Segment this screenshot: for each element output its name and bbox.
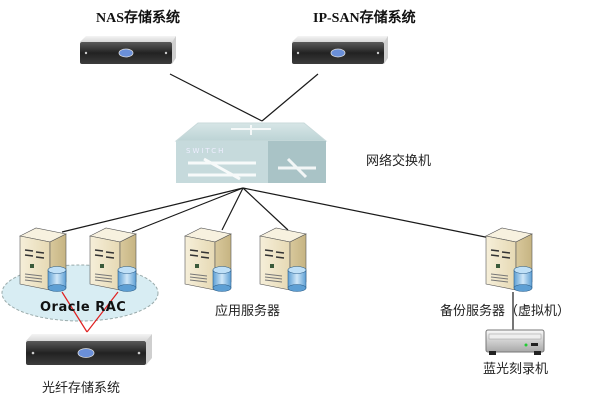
link-switch-rac1 — [61, 187, 244, 233]
link-nas-switch — [169, 73, 263, 122]
fc-storage-icon[interactable] — [26, 334, 152, 365]
switch-device-text: SWITCH — [186, 147, 225, 155]
database-disk-icon — [47, 266, 67, 292]
fc-storage-label: 光纤存储系统 — [42, 381, 121, 396]
bluray-burner-label: 蓝光刻录机 — [483, 362, 549, 377]
fc-link-rac2-storage — [86, 291, 119, 333]
network-switch-icon[interactable]: SWITCH — [174, 122, 328, 183]
backup-server-label: 备份服务器（虚拟机） — [440, 304, 571, 319]
link-switch-rac2 — [131, 187, 244, 233]
bluray-burner-icon[interactable] — [485, 329, 545, 355]
oracle-rac-label: Oracle RAC — [40, 300, 127, 315]
database-disk-icon — [212, 266, 232, 292]
ipsan-storage-label: IP-SAN存储系统 — [313, 11, 416, 26]
rac-server-2-icon[interactable] — [89, 227, 137, 292]
ipsan-storage-icon[interactable] — [292, 36, 388, 64]
backup-server-icon[interactable] — [485, 227, 533, 292]
app-servers-label: 应用服务器 — [215, 304, 281, 319]
switch-label: 网络交换机 — [366, 154, 432, 169]
database-disk-icon — [513, 266, 533, 292]
link-switch-app1 — [221, 187, 244, 231]
nas-storage-label: NAS存储系统 — [96, 11, 181, 26]
app-server-2-icon[interactable] — [259, 227, 307, 292]
nas-storage-icon[interactable] — [80, 36, 176, 64]
link-ipsan-switch — [261, 73, 319, 122]
link-switch-backup — [242, 187, 501, 241]
rac-server-1-icon[interactable] — [19, 227, 67, 292]
database-disk-icon — [117, 266, 137, 292]
database-disk-icon — [287, 266, 307, 292]
app-server-1-icon[interactable] — [184, 227, 232, 292]
fc-link-rac1-storage — [61, 291, 88, 333]
link-switch-app2 — [242, 187, 289, 231]
